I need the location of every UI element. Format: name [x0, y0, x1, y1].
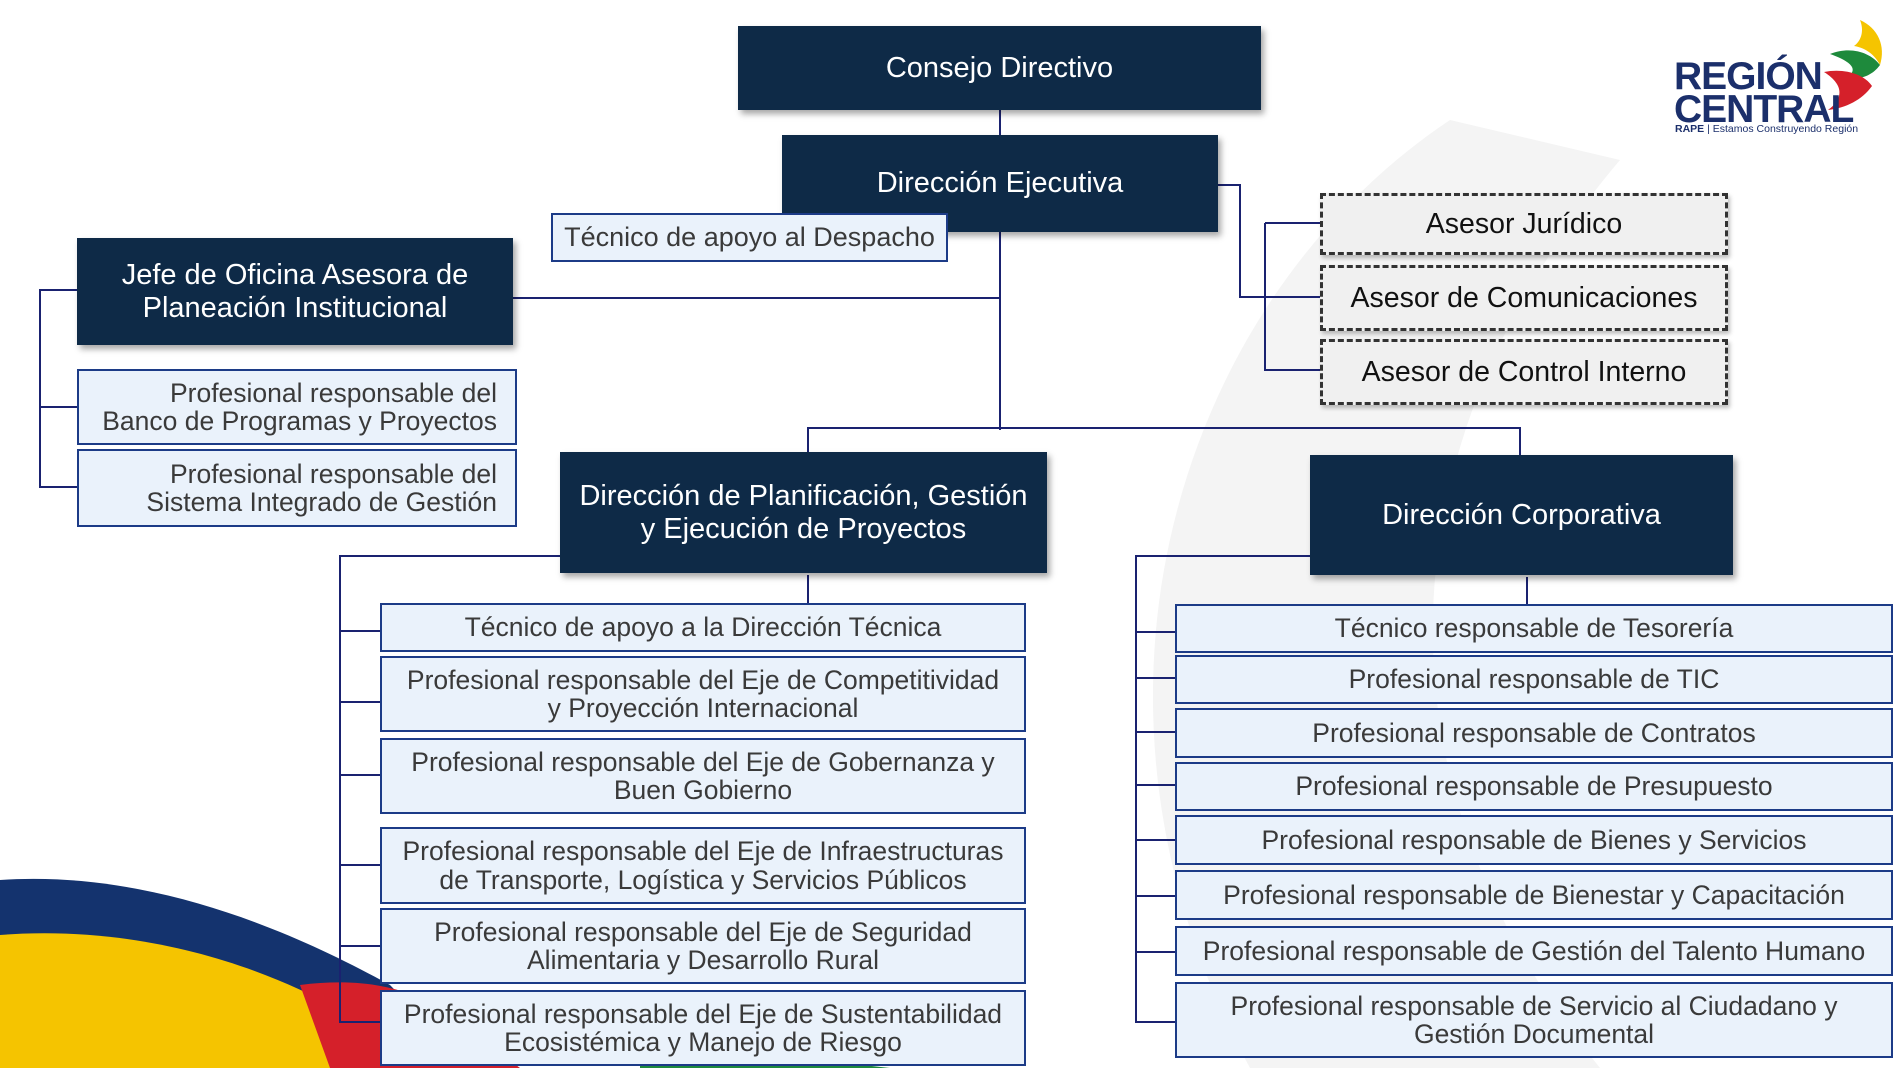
- planeacion-staff-line1: Profesional responsable del: [169, 377, 497, 408]
- region-central-logo: REGIÓN CENTRAL RAPE | Estamos Construyen…: [1660, 20, 1890, 140]
- planificacion-staff-line2: y Proyección Internacional: [547, 693, 859, 723]
- consejo-directivo-label: Consejo Directivo: [885, 51, 1114, 84]
- planificacion-staff-item: Profesional responsable del Eje de Segur…: [380, 908, 1026, 984]
- logo-flag-mark-icon: [1824, 20, 1882, 110]
- planificacion-staff-item: Profesional responsable del Eje de Suste…: [380, 990, 1026, 1066]
- planificacion-staff-line1: Profesional responsable del Eje de Gober…: [411, 746, 995, 777]
- planeacion-staff-item: Profesional responsable del Sistema Inte…: [77, 449, 517, 527]
- logo-word-central: CENTRAL: [1674, 88, 1854, 131]
- corporativa-staff-label: Profesional responsable de Presupuesto: [1295, 771, 1773, 802]
- planificacion-staff-item: Profesional responsable del Eje de Compe…: [380, 656, 1026, 732]
- corporativa-staff-item: Técnico responsable de Tesorería: [1175, 604, 1893, 653]
- planificacion-staff-line2: de Transporte, Logística y Servicios Púb…: [439, 864, 967, 895]
- planeacion-staff-line1: Profesional responsable del: [169, 458, 497, 489]
- flag-yellow-stripe: [0, 933, 420, 1068]
- planificacion-staff-line1: Profesional responsable del Eje de Infra…: [402, 836, 1004, 867]
- corporativa-staff-item: Profesional responsable de Presupuesto: [1175, 762, 1893, 811]
- planificacion-staff-line1: Profesional responsable del Eje de Suste…: [403, 998, 1003, 1029]
- corporativa-staff-label: Profesional responsable de Bienes y Serv…: [1261, 824, 1807, 855]
- asesor-comunicaciones-box: Asesor de Comunicaciones: [1320, 265, 1728, 331]
- corporativa-staff-item: Profesional responsable de Servicio al C…: [1175, 982, 1893, 1058]
- corporativa-staff-item: Profesional responsable de Bienes y Serv…: [1175, 815, 1893, 865]
- tecnico-despacho-label: Técnico de apoyo al Despacho: [564, 222, 935, 253]
- tecnico-despacho-box: Técnico de apoyo al Despacho: [551, 213, 948, 262]
- asesor-control-interno-box: Asesor de Control Interno: [1320, 339, 1728, 405]
- direccion-planificacion-line2: y Ejecución de Proyectos: [640, 512, 967, 545]
- consejo-directivo-box: Consejo Directivo: [738, 26, 1261, 110]
- corporativa-staff-label: Profesional responsable de Bienestar y C…: [1223, 879, 1845, 910]
- corporativa-staff-item: Profesional responsable de Bienestar y C…: [1175, 870, 1893, 920]
- direccion-planificacion-line1: Dirección de Planificación, Gestión: [579, 480, 1028, 513]
- planificacion-staff-line2: Buen Gobierno: [613, 775, 793, 805]
- corporativa-staff-item: Profesional responsable de Gestión del T…: [1175, 926, 1893, 976]
- planificacion-staff-line1: Técnico de apoyo a la Dirección Técnica: [464, 612, 942, 643]
- planeacion-staff-item: Profesional responsable del Banco de Pro…: [77, 369, 517, 445]
- corporativa-staff-label: Profesional responsable de Gestión del T…: [1202, 935, 1866, 966]
- asesor-juridico-box: Asesor Jurídico: [1320, 193, 1728, 255]
- jefe-oficina-label-line1: Jefe de Oficina Asesora de: [121, 259, 469, 292]
- logo-tag-rape: RAPE: [1675, 123, 1705, 135]
- logo-tag-text: | Estamos Construyendo Región: [1707, 123, 1859, 135]
- planeacion-staff-line2: Sistema Integrado de Gestión: [146, 487, 497, 517]
- logo-tagline: RAPE | Estamos Construyendo Región: [1675, 123, 1858, 135]
- corporativa-staff-line2: Gestión Documental: [1413, 1019, 1655, 1049]
- logo-word-region: REGIÓN: [1674, 55, 1823, 98]
- asesor-control-interno-label: Asesor de Control Interno: [1361, 355, 1687, 388]
- corporativa-staff-label: Profesional responsable de TIC: [1348, 664, 1720, 695]
- planificacion-staff-item: Profesional responsable del Eje de Infra…: [380, 827, 1026, 904]
- planificacion-staff-item: Técnico de apoyo a la Dirección Técnica: [380, 603, 1026, 652]
- corporativa-staff-item: Profesional responsable de Contratos: [1175, 708, 1893, 758]
- asesor-juridico-label: Asesor Jurídico: [1425, 207, 1623, 240]
- planeacion-staff-line2: Banco de Programas y Proyectos: [102, 406, 497, 436]
- planificacion-staff-line2: Alimentaria y Desarrollo Rural: [527, 945, 879, 975]
- direccion-planificacion-box: Dirección de Planificación, Gestión y Ej…: [560, 452, 1047, 573]
- jefe-oficina-label-line2: Planeación Institucional: [142, 291, 448, 324]
- corporativa-staff-label: Profesional responsable de Contratos: [1312, 717, 1756, 748]
- corporativa-staff-item: Profesional responsable de TIC: [1175, 655, 1893, 704]
- planificacion-staff-line1: Profesional responsable del Eje de Segur…: [434, 916, 972, 947]
- asesor-comunicaciones-label: Asesor de Comunicaciones: [1350, 281, 1698, 314]
- corporativa-staff-label: Técnico responsable de Tesorería: [1334, 613, 1734, 644]
- planificacion-staff-item: Profesional responsable del Eje de Gober…: [380, 738, 1026, 814]
- direccion-corporativa-box: Dirección Corporativa: [1310, 455, 1733, 575]
- planificacion-staff-line1: Profesional responsable del Eje de Compe…: [406, 664, 1000, 695]
- direccion-ejecutiva-label: Dirección Ejecutiva: [876, 167, 1124, 200]
- jefe-oficina-box: Jefe de Oficina Asesora de Planeación In…: [77, 238, 513, 345]
- corporativa-staff-line1: Profesional responsable de Servicio al C…: [1230, 990, 1838, 1021]
- direccion-corporativa-label: Dirección Corporativa: [1382, 498, 1661, 531]
- planificacion-staff-line2: Ecosistémica y Manejo de Riesgo: [504, 1027, 902, 1057]
